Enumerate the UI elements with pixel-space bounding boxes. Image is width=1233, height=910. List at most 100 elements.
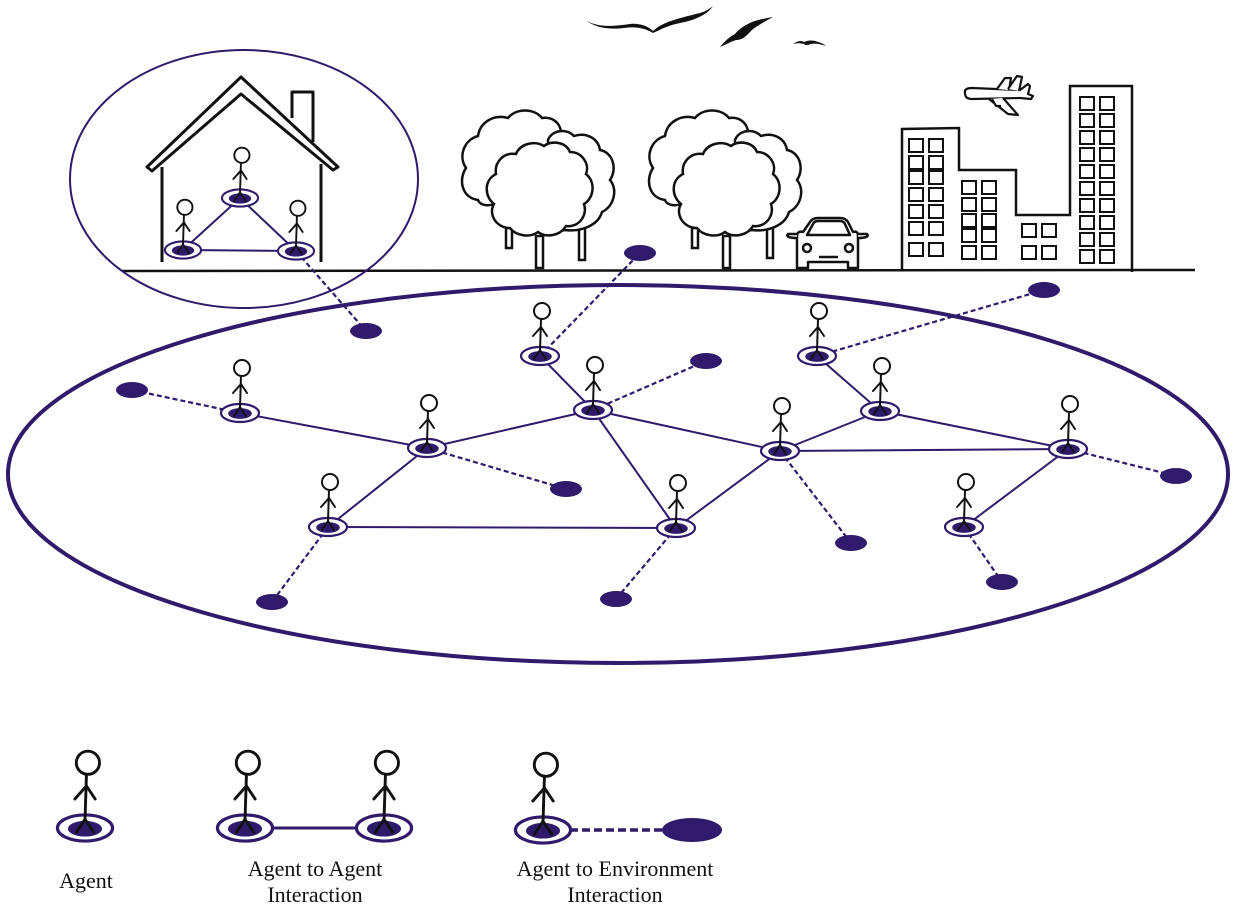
environment-node	[116, 382, 148, 398]
window	[1021, 223, 1037, 238]
person-icon	[73, 749, 101, 834]
agent-agent-link	[963, 448, 1069, 528]
person-icon	[419, 394, 438, 452]
window	[1099, 249, 1115, 264]
window	[981, 213, 997, 228]
agent	[307, 473, 349, 538]
agent-agent-link	[327, 447, 428, 528]
agent-agent-link	[182, 197, 241, 251]
agent-agent-link	[426, 409, 594, 449]
agent-base	[868, 406, 892, 417]
person-icon	[532, 302, 551, 360]
scenery	[6, 6, 1230, 665]
window	[981, 228, 997, 243]
window	[1099, 147, 1115, 162]
agent-agent-link	[592, 409, 781, 452]
legend-agent-to-agent-label: Agent to Agent Interaction	[248, 856, 382, 908]
window	[908, 187, 924, 202]
legend-agent-label: Agent	[59, 868, 113, 894]
agent-agent-link	[239, 197, 297, 252]
environment-node	[624, 245, 656, 261]
agent-base	[67, 820, 103, 837]
person-icon	[809, 302, 828, 360]
legend-agent-a	[215, 749, 275, 843]
agent-agent-link	[675, 450, 781, 529]
window	[928, 138, 944, 153]
window	[961, 197, 977, 212]
window	[928, 155, 944, 170]
window	[1079, 232, 1095, 247]
window	[928, 187, 944, 202]
agent-environment-link	[592, 359, 707, 412]
window	[928, 242, 944, 257]
person-icon	[772, 397, 791, 455]
environment-node	[986, 574, 1018, 590]
agent-base	[952, 522, 976, 533]
agent	[943, 473, 985, 538]
agent-base	[228, 408, 252, 419]
building-outline	[900, 84, 1134, 272]
window	[981, 197, 997, 212]
window	[1079, 96, 1095, 111]
window	[1079, 164, 1095, 179]
birds-icon	[587, 6, 826, 47]
person-icon	[956, 473, 975, 531]
window	[1099, 198, 1115, 213]
window	[1099, 96, 1115, 111]
agent-agent-link	[327, 526, 677, 529]
agent-base	[581, 405, 605, 416]
agent-environment-link	[426, 446, 567, 491]
agent-base	[768, 446, 792, 457]
agent	[572, 356, 614, 421]
agent-agent-link	[779, 448, 1069, 452]
bird-medium-icon	[720, 17, 773, 47]
window	[1099, 164, 1115, 179]
window	[1079, 215, 1095, 230]
person-icon	[585, 356, 604, 414]
window	[1079, 130, 1095, 145]
person-icon	[872, 357, 891, 415]
agent-base	[415, 443, 439, 454]
window	[1079, 198, 1095, 213]
agent	[655, 474, 697, 539]
legend-agent-c	[513, 751, 573, 845]
agent-base	[227, 820, 263, 837]
agent-environment-link	[539, 252, 641, 357]
window	[928, 204, 944, 219]
agent	[163, 198, 203, 260]
window	[908, 170, 924, 185]
person-icon	[668, 474, 687, 532]
window	[908, 155, 924, 170]
window	[1099, 113, 1115, 128]
window	[981, 245, 997, 260]
window	[961, 213, 977, 228]
agent-base	[171, 245, 195, 256]
person-icon	[320, 473, 339, 531]
legend-agent-icon	[55, 749, 115, 843]
agent-base	[525, 822, 561, 839]
window	[908, 242, 924, 257]
environment-node	[690, 353, 722, 369]
window	[1079, 113, 1095, 128]
airplane-icon	[963, 74, 1035, 117]
house-boundary	[69, 49, 419, 309]
legend-environment-node	[662, 818, 722, 842]
agent	[796, 302, 838, 367]
agent-agent-link	[816, 355, 881, 412]
ground-line	[121, 268, 1196, 273]
window	[908, 138, 924, 153]
agent-base	[805, 351, 829, 362]
environment-node	[256, 594, 288, 610]
agent	[276, 199, 316, 261]
agent	[406, 394, 448, 459]
agent-agent-link	[779, 410, 881, 452]
window	[961, 180, 977, 195]
building-windows	[908, 96, 1115, 264]
agent-environment-link	[615, 527, 677, 600]
window	[1099, 181, 1115, 196]
environment-node	[835, 535, 867, 551]
agent-environment-link	[295, 250, 367, 332]
agent	[219, 359, 261, 424]
agent-agent-link	[592, 409, 677, 529]
buildings-icon	[900, 84, 1134, 272]
